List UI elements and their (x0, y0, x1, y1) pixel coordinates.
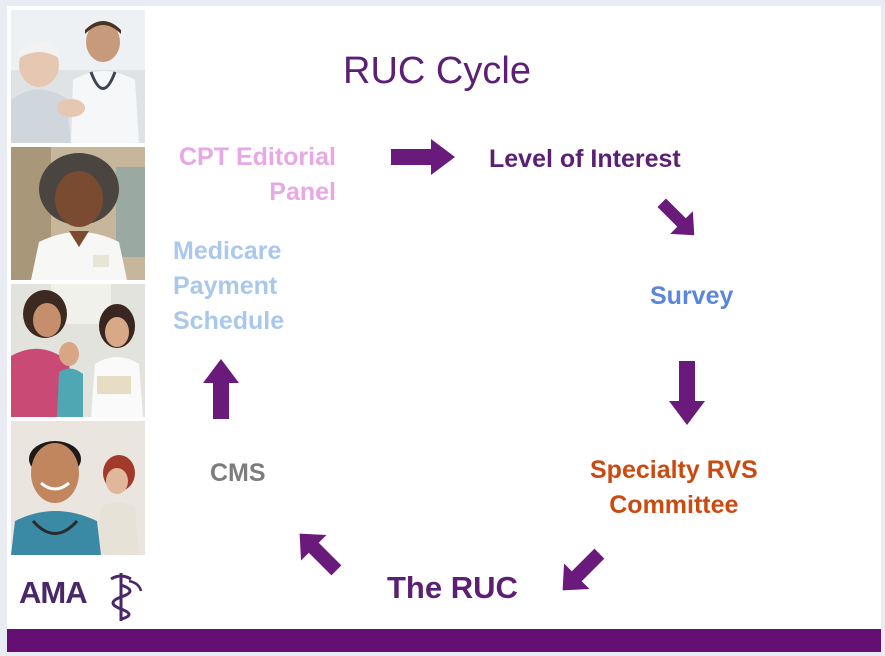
logo-text: AMA (19, 575, 88, 610)
step-specialty-rvs-committee: Specialty RVS Committee (590, 453, 758, 523)
arrow-up-icon (203, 359, 239, 419)
step-line: Schedule (173, 307, 285, 335)
arrow-down-icon (669, 361, 705, 425)
step-line: Committee (609, 491, 739, 519)
step-line: Medicare (173, 237, 282, 265)
footer-bar (7, 629, 881, 652)
step-level-of-interest: Level of Interest (489, 142, 681, 177)
caduceus-icon (110, 573, 143, 621)
arrow-down-left-icon (562, 548, 605, 591)
step-the-ruc: The RUC (387, 570, 518, 605)
ama-logo: AMA (19, 569, 154, 624)
slide: AMA RUC Cycle Level of Interest Survey S… (7, 6, 881, 652)
photo-male-nurse (11, 421, 145, 555)
arrow-down-right-icon (657, 198, 695, 236)
photo-doctor-elderly-patient (11, 10, 145, 143)
photo-smiling-nurse (11, 147, 145, 280)
step-line: Survey (650, 282, 734, 310)
arrow-up-left-icon (299, 533, 342, 576)
step-survey: Survey (650, 279, 733, 314)
step-line: Specialty RVS (590, 456, 758, 484)
step-line: CMS (210, 459, 266, 487)
diagram-title: RUC Cycle (343, 50, 531, 92)
step-line: Payment (173, 272, 278, 300)
photo-doctor-mother-child (11, 284, 145, 417)
step-line: Panel (269, 178, 336, 206)
step-line: The RUC (387, 570, 518, 605)
step-cms: CMS (210, 456, 266, 491)
step-line: CPT Editorial (179, 143, 336, 171)
arrow-right-icon (391, 139, 455, 175)
step-line: Level of Interest (489, 145, 681, 173)
